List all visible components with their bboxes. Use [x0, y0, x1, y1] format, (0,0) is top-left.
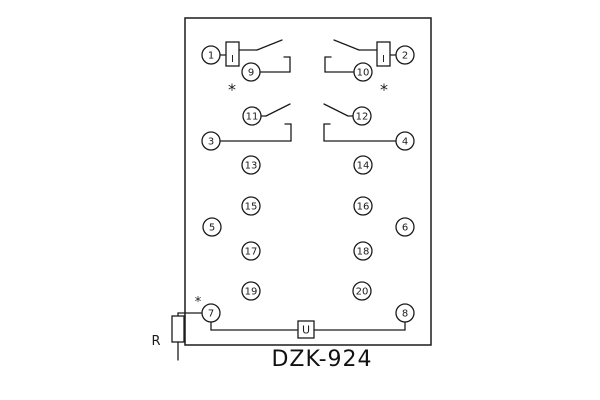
terminal-3: 3 [201, 131, 221, 151]
terminal-number: 8 [402, 309, 408, 320]
relay-case-outline [184, 17, 432, 346]
terminal-circle [352, 106, 372, 126]
terminal-4: 4 [395, 131, 415, 151]
terminal-6: 6 [395, 217, 415, 237]
terminal-number: 16 [357, 202, 370, 213]
terminal-11: 11 [242, 106, 262, 126]
terminal-12: 12 [352, 106, 372, 126]
terminal-number: 19 [245, 287, 258, 298]
terminal-circle [353, 196, 373, 216]
terminal-circle [395, 45, 415, 65]
terminal-circle [201, 131, 221, 151]
terminal-14: 14 [353, 155, 373, 175]
terminal-circle [241, 155, 261, 175]
terminal-number: 14 [357, 161, 370, 172]
u-element-label: U [302, 324, 310, 337]
terminal-number: 13 [245, 161, 258, 172]
switch-blade [265, 103, 291, 117]
terminal-number: 2 [402, 51, 408, 62]
contact-group-11-3 [219, 103, 292, 142]
terminal-19: 19 [241, 281, 261, 301]
terminal-number: 6 [402, 223, 408, 234]
asterisk-mark: * [380, 80, 388, 99]
terminal-circle [241, 196, 261, 216]
terminal-circle [353, 241, 373, 261]
terminal-16: 16 [353, 196, 373, 216]
switch-blade [256, 39, 283, 51]
terminal-5: 5 [202, 217, 222, 237]
model-title: DZK-924 [271, 347, 372, 372]
terminal-number: 12 [356, 112, 369, 123]
bottom-circuit: * U R [151, 295, 406, 361]
terminal-number: 4 [402, 137, 408, 148]
terminal-10: 10 [353, 62, 373, 82]
coil-box-left [225, 41, 240, 67]
terminal-13: 13 [241, 155, 261, 175]
asterisk-mark: * [195, 295, 202, 310]
terminal-number: 5 [209, 223, 215, 234]
terminal-number: 1 [208, 51, 214, 62]
switch-blade [333, 39, 360, 51]
terminal-circle [241, 62, 261, 82]
terminal-number: 11 [246, 112, 259, 123]
contact-group-12-4 [323, 103, 397, 142]
terminal-circle [241, 241, 261, 261]
terminal-number: 10 [357, 68, 370, 79]
terminal-circle [352, 281, 372, 301]
terminal-number: 9 [248, 68, 254, 79]
terminal-circle [202, 217, 222, 237]
terminal-circle [242, 106, 262, 126]
coil-box-right [376, 41, 391, 67]
terminal-number: 3 [208, 137, 214, 148]
contact-group-1-9: I * [219, 39, 291, 99]
terminal-circle [353, 62, 373, 82]
terminal-9: 9 [241, 62, 261, 82]
terminal-15: 15 [241, 196, 261, 216]
terminal-20: 20 [352, 281, 372, 301]
terminal-circle [395, 217, 415, 237]
terminal-circle [201, 303, 221, 323]
terminal-8: 8 [395, 303, 415, 323]
resistor-label: R [151, 334, 160, 349]
terminal-circle [353, 155, 373, 175]
terminal-number: 18 [357, 247, 370, 258]
terminal-17: 17 [241, 241, 261, 261]
terminal-number: 7 [208, 309, 214, 320]
terminal-circle [395, 131, 415, 151]
terminal-circle [395, 303, 415, 323]
terminal-2: 2 [395, 45, 415, 65]
terminal-circle [201, 45, 221, 65]
terminal-18: 18 [353, 241, 373, 261]
resistor-body [171, 315, 185, 343]
coil-label-right: I [382, 54, 385, 65]
asterisk-mark: * [228, 80, 236, 99]
terminal-number: 15 [245, 202, 258, 213]
coil-label-left: I [231, 54, 234, 65]
terminal-number: 20 [356, 287, 369, 298]
terminal-number: 17 [245, 247, 258, 258]
terminal-circle [241, 281, 261, 301]
terminal-1: 1 [201, 45, 221, 65]
switch-blade [323, 103, 349, 117]
contact-group-2-10: I * [324, 39, 397, 99]
terminal-7: 7 [201, 303, 221, 323]
